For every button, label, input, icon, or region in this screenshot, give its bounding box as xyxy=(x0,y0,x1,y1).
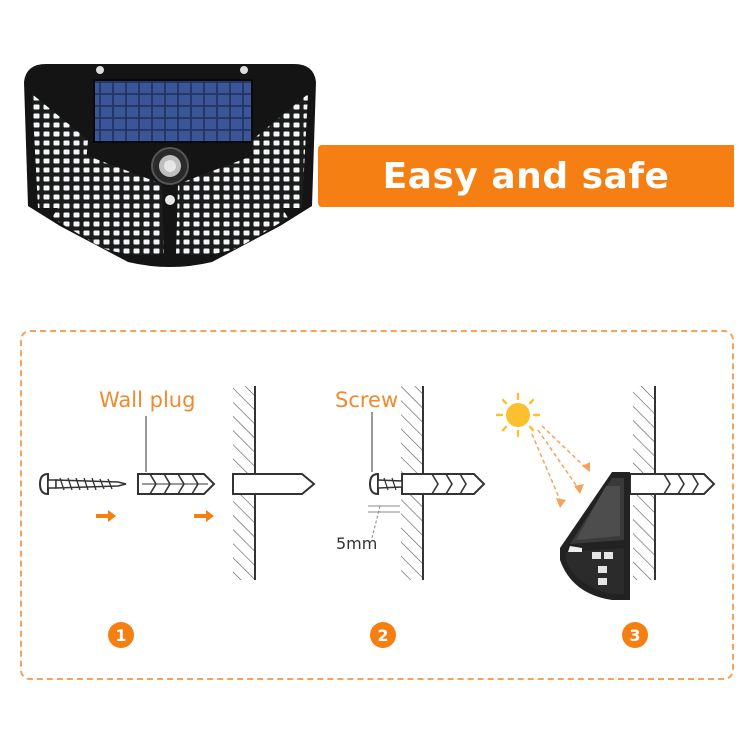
installation-steps-frame xyxy=(20,330,734,680)
step-2-badge: 2 xyxy=(370,622,396,648)
step-1-badge: 1 xyxy=(108,622,134,648)
headline-banner: Easy and safe xyxy=(318,145,734,207)
step-3-illustration xyxy=(495,386,716,600)
wall-plug-label: Wall plug xyxy=(99,388,196,412)
arrow-right-icon xyxy=(96,510,116,522)
step-1-illustration xyxy=(38,386,316,580)
step-2-illustration xyxy=(368,386,486,580)
sun-icon xyxy=(495,392,541,438)
solar-light-side-icon xyxy=(560,472,630,600)
step-3-badge: 3 xyxy=(622,622,648,648)
arrow-right-icon xyxy=(194,510,214,522)
dimension-label: 5mm xyxy=(336,534,378,553)
screw-label: Screw xyxy=(335,388,399,412)
solar-light-product-image xyxy=(24,64,316,267)
screw-icon xyxy=(38,472,127,496)
banner-text: Easy and safe xyxy=(382,155,670,197)
wall-plug-icon xyxy=(137,473,216,495)
